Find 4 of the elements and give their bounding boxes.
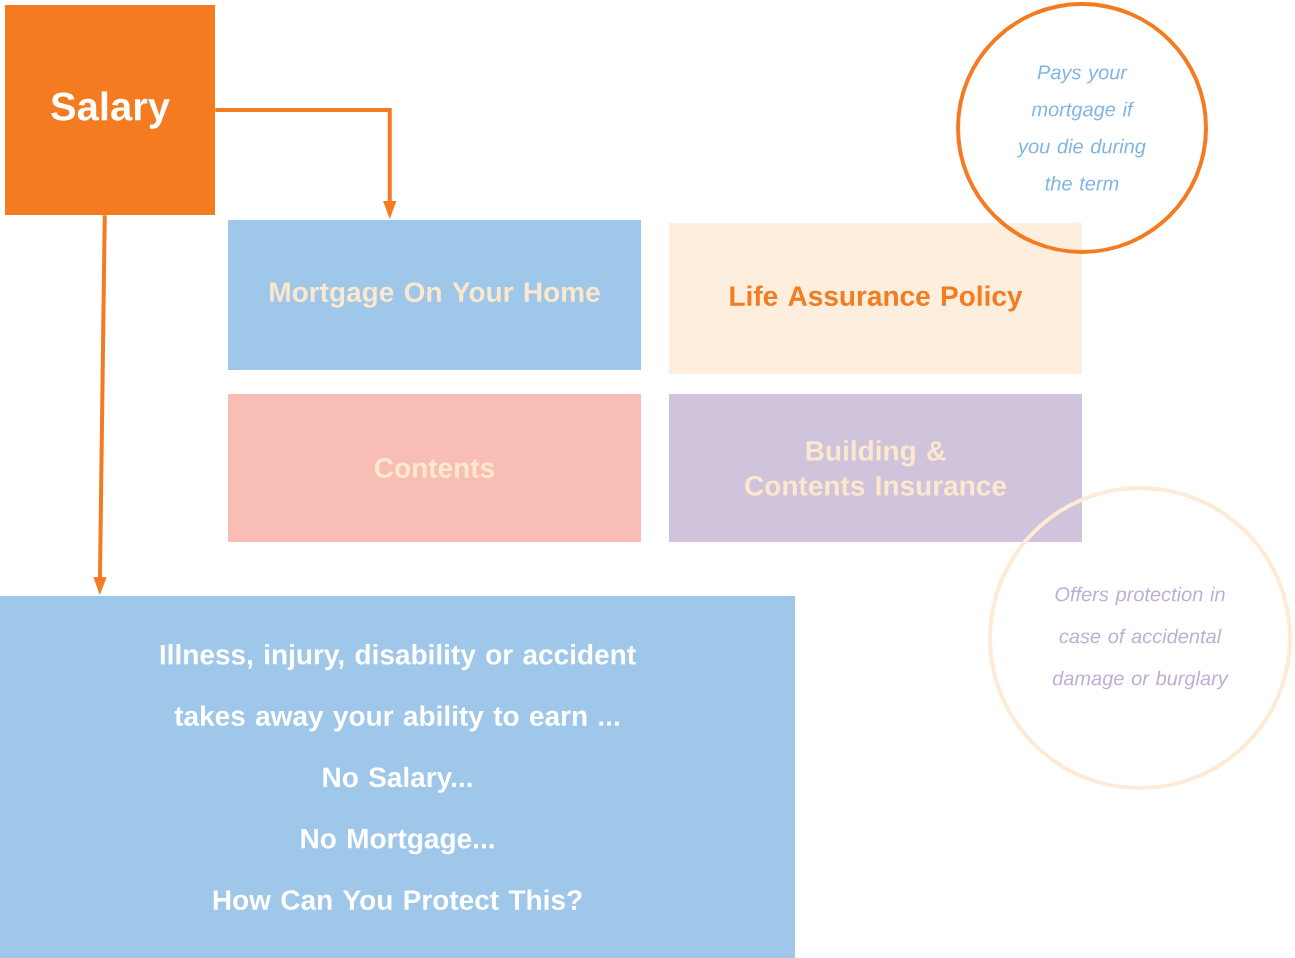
process-box: Life Assurance Policy [669,223,1082,374]
salary-box: Salary [5,5,215,215]
message-box: Illness, injury, disability or accident takes away your ability to earn ... No Salary... No Mortgage... How Can You Protect This? [0,596,795,958]
process-box: Mortgage On Your Home [228,220,641,370]
